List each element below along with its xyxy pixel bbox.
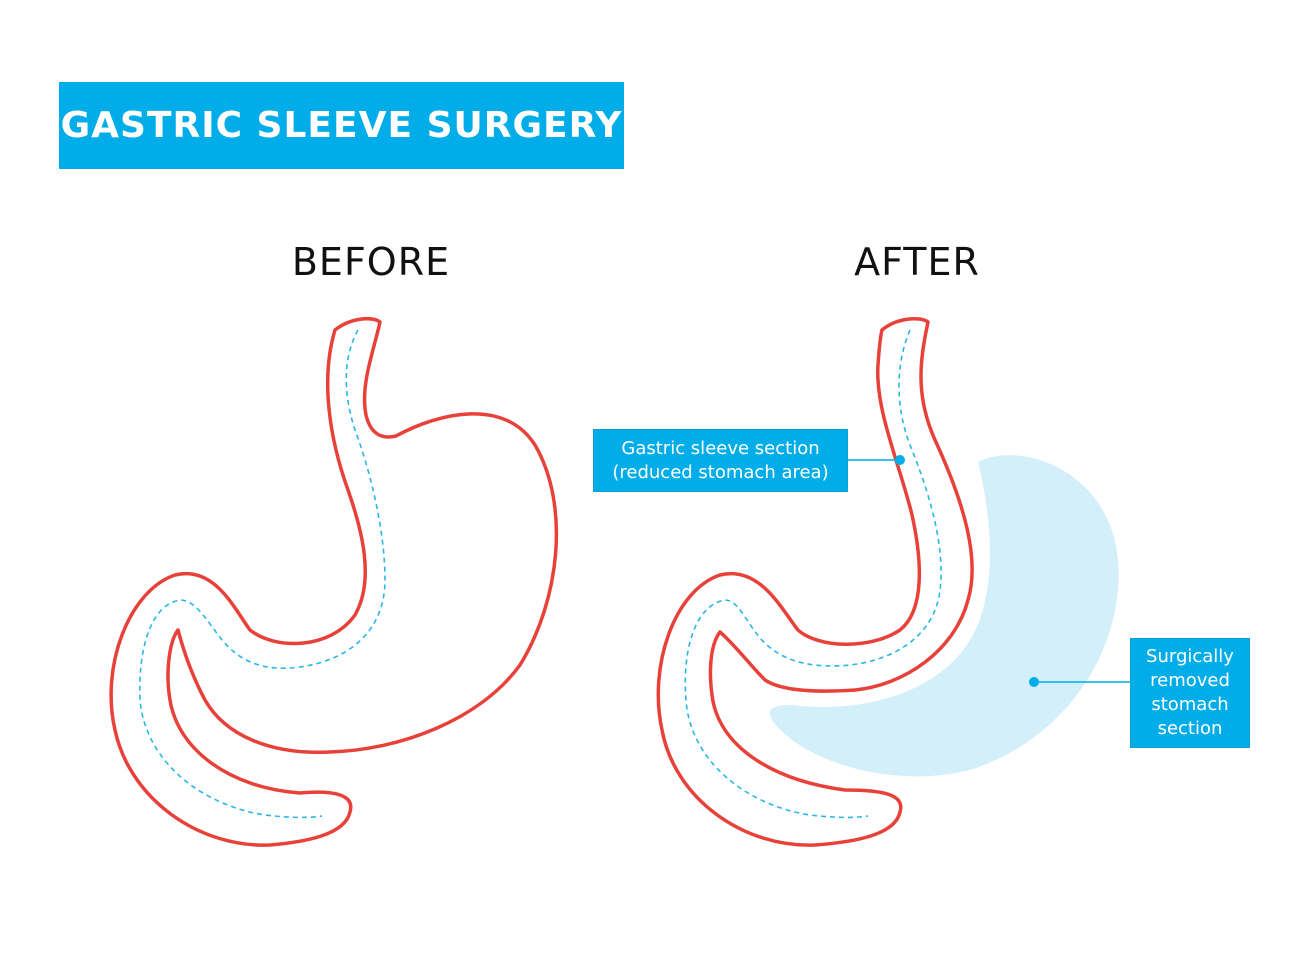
after-stomach <box>656 316 974 847</box>
removed-callout-line: stomach <box>1151 694 1229 715</box>
removed-callout-line: removed <box>1150 670 1230 691</box>
after-stomach-outline <box>656 316 974 847</box>
title-banner: GASTRIC SLEEVE SURGERY <box>59 82 624 169</box>
page-title: GASTRIC SLEEVE SURGERY <box>60 105 623 146</box>
sleeve-callout-line: Gastric sleeve section <box>621 437 820 459</box>
after-heading: AFTER <box>854 240 980 284</box>
removed-stomach-section <box>769 455 1119 777</box>
sleeve-section-callout: Gastric sleeve section (reduced stomach … <box>593 429 848 492</box>
after-dashed-line <box>684 329 942 819</box>
sleeve-callout-leader <box>848 455 905 465</box>
before-heading: BEFORE <box>291 240 451 284</box>
sleeve-callout-line: (reduced stomach area) <box>612 461 829 483</box>
before-stomach-outline <box>109 316 559 847</box>
removed-callout-leader <box>1029 677 1130 687</box>
removed-callout-line: Surgically <box>1146 646 1234 667</box>
before-stomach <box>109 316 559 847</box>
before-dashed-line <box>138 329 386 819</box>
removed-callout-line: section <box>1157 718 1223 739</box>
removed-section-callout: Surgically removed stomach section <box>1130 638 1250 748</box>
